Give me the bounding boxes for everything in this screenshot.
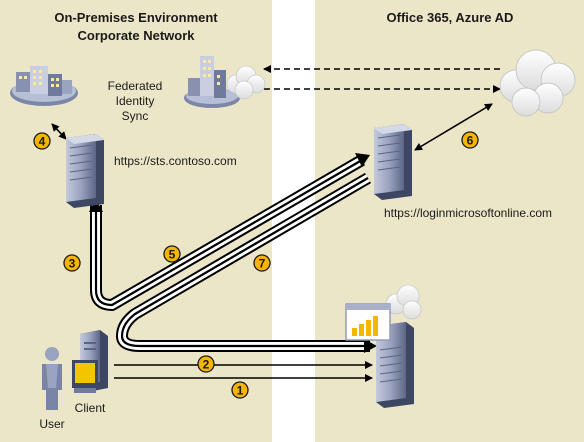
web-app-window-icon <box>345 303 391 341</box>
user-person-icon <box>42 347 62 410</box>
path-7-tube <box>116 172 372 352</box>
step-badge-6: 6 <box>461 131 479 149</box>
sts-server-icon <box>66 134 104 208</box>
svg-text:5: 5 <box>169 248 176 262</box>
arrow-4 <box>51 123 67 140</box>
user-label: User <box>39 417 64 431</box>
synced-directory-icon <box>184 56 266 108</box>
svg-text:3: 3 <box>69 257 76 271</box>
client-computer-icon <box>72 330 108 393</box>
azure-cloud-icon <box>499 49 576 117</box>
step-badge-3: 3 <box>63 254 81 272</box>
step-badge-7: 7 <box>253 254 271 272</box>
federated-label-line2: Identity <box>116 94 155 108</box>
path-3-arrowhead <box>89 199 103 212</box>
svg-text:1: 1 <box>237 384 244 398</box>
federated-label-line1: Federated <box>108 79 163 93</box>
svg-text:6: 6 <box>467 134 474 148</box>
web-app-server-icon <box>376 284 422 408</box>
step-badge-2: 2 <box>197 355 215 373</box>
login-url-label: https://loginmicrosoftonline.com <box>384 206 552 220</box>
svg-text:2: 2 <box>203 358 210 372</box>
login-server-icon <box>374 124 412 200</box>
left-panel-title-line1: On-Premises Environment <box>54 10 218 25</box>
path-3-5-tube <box>90 154 366 311</box>
step-badge-4: 4 <box>33 132 51 150</box>
sts-url-label: https://sts.contoso.com <box>114 154 237 168</box>
svg-text:4: 4 <box>39 135 46 149</box>
federated-label-line3: Sync <box>122 109 149 123</box>
arrow-6 <box>414 103 493 151</box>
right-panel-title: Office 365, Azure AD <box>387 10 514 25</box>
step-badge-1: 1 <box>231 381 249 399</box>
path-7-arrowhead <box>364 339 377 353</box>
corporate-buildings-icon <box>10 66 78 106</box>
path-5-arrowhead <box>355 153 370 167</box>
left-panel-title-line2: Corporate Network <box>77 28 195 43</box>
client-label: Client <box>75 401 106 415</box>
step-badge-5: 5 <box>163 245 181 263</box>
svg-text:7: 7 <box>259 257 266 271</box>
